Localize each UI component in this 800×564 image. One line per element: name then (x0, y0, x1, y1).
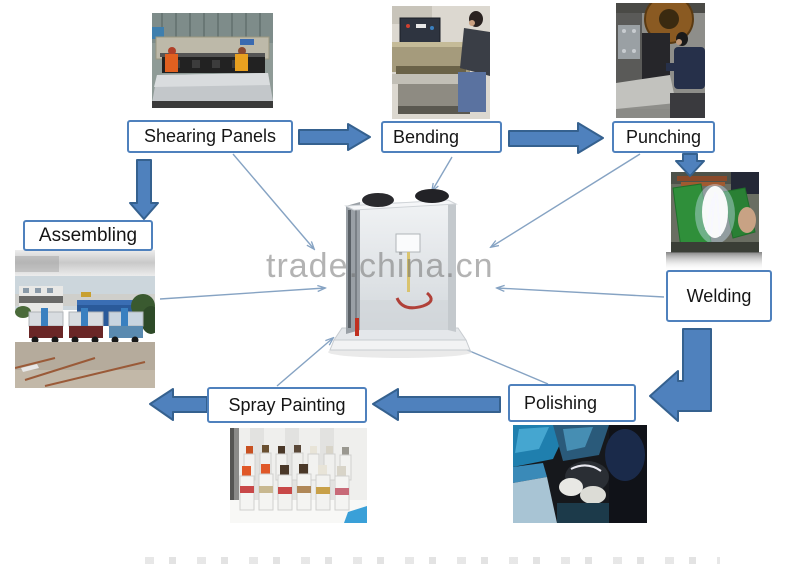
connector-assembling (159, 288, 325, 300)
glove (559, 478, 583, 496)
welding-photo-blur (666, 252, 762, 271)
step-box-polishing: Polishing (508, 384, 636, 422)
blurred-photo-top (15, 250, 155, 278)
punching-machine-photo (616, 3, 705, 118)
connector-shearing (232, 153, 314, 249)
watermark-text: trade.china.cn (266, 247, 494, 285)
connector-punching (491, 153, 641, 247)
top-caster-left (362, 193, 394, 207)
connector-bending (432, 156, 453, 191)
arrow-welding-to-polishing (649, 328, 712, 422)
connector-welding (497, 288, 665, 298)
arrow-shearing-to-assembling (129, 159, 159, 220)
cabinet-decal (395, 291, 433, 310)
top-caster-right (415, 189, 449, 203)
step-box-welding: Welding (666, 270, 772, 322)
connector-spray (276, 338, 333, 387)
worker-left (165, 47, 178, 72)
polishing-process-photo (513, 425, 647, 523)
step-box-shearing-panels: Shearing Panels (127, 120, 293, 153)
arrow-spray-to-assembling (149, 388, 208, 421)
operator-figure (458, 11, 490, 112)
spray-paint-cans-photo (230, 428, 367, 523)
glove (580, 486, 606, 504)
arrow-shearing-to-bending (298, 123, 371, 151)
step-box-assembling: Assembling (23, 220, 153, 251)
hand (738, 207, 756, 233)
step-box-spray-painting: Spray Painting (207, 387, 367, 423)
bending-machine-photo (392, 6, 490, 119)
spray-cans-front-row (239, 464, 350, 511)
shearing-machine-photo (152, 13, 273, 108)
worker-right (235, 47, 248, 71)
clipped-caption-fragment (145, 557, 720, 564)
connector-polishing (453, 344, 549, 385)
arrow-bending-to-punching (508, 122, 604, 154)
welding-process-photo (671, 172, 759, 253)
step-box-bending: Bending (381, 121, 502, 153)
arrow-polishing-to-spray (372, 388, 501, 421)
assembled-units-yard-photo (15, 250, 155, 388)
step-box-punching: Punching (612, 121, 715, 153)
trailer-units (28, 308, 144, 344)
operator-figure (666, 32, 705, 89)
